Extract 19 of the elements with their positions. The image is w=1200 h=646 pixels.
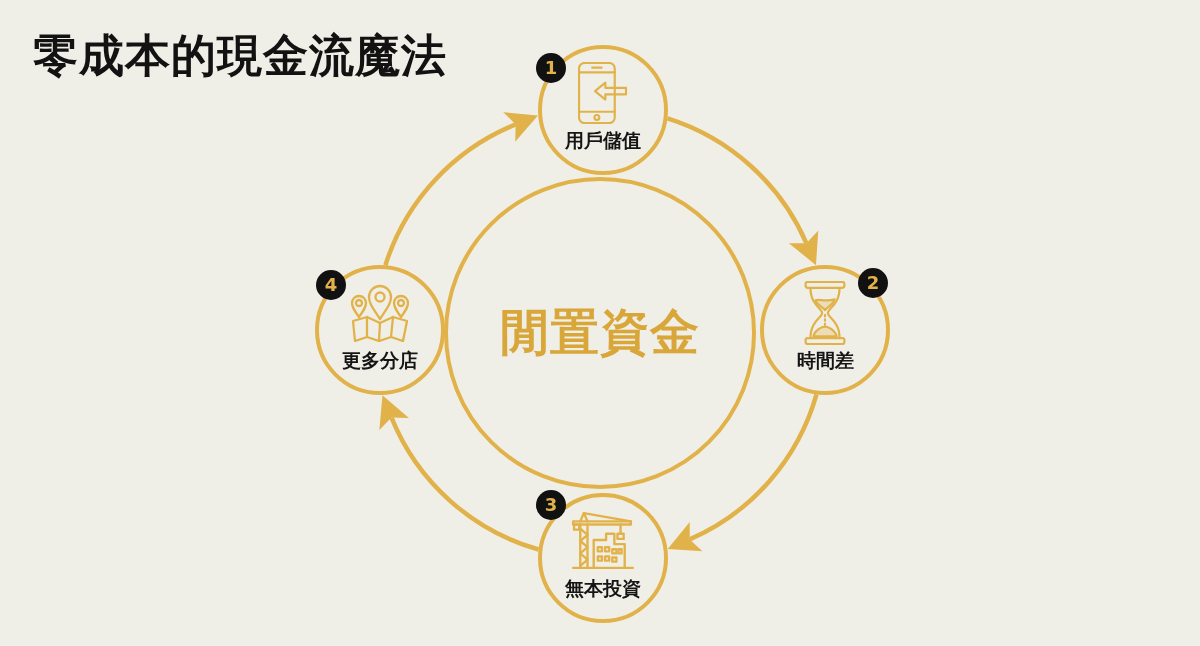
step-label: 無本投資 <box>565 577 641 600</box>
curved-arrow <box>666 116 818 265</box>
step-circle <box>538 493 668 623</box>
step-label: 更多分店 <box>342 349 418 372</box>
curved-arrow <box>383 113 538 266</box>
step-circle <box>760 265 890 395</box>
step-circle <box>538 45 668 175</box>
step-number: 3 <box>536 490 566 520</box>
center-circle <box>444 177 756 489</box>
step-label: 用戶儲值 <box>565 129 641 152</box>
title: 零成本的現金流魔法 <box>33 30 447 82</box>
step-number: 2 <box>858 268 888 298</box>
step-number: 4 <box>316 270 346 300</box>
step-circle <box>315 265 445 395</box>
curved-arrow <box>668 393 819 551</box>
step-label: 時間差 <box>796 349 854 372</box>
center-label: 閒置資金 <box>500 303 700 363</box>
curved-arrow <box>380 396 540 552</box>
step-number: 1 <box>536 53 566 83</box>
